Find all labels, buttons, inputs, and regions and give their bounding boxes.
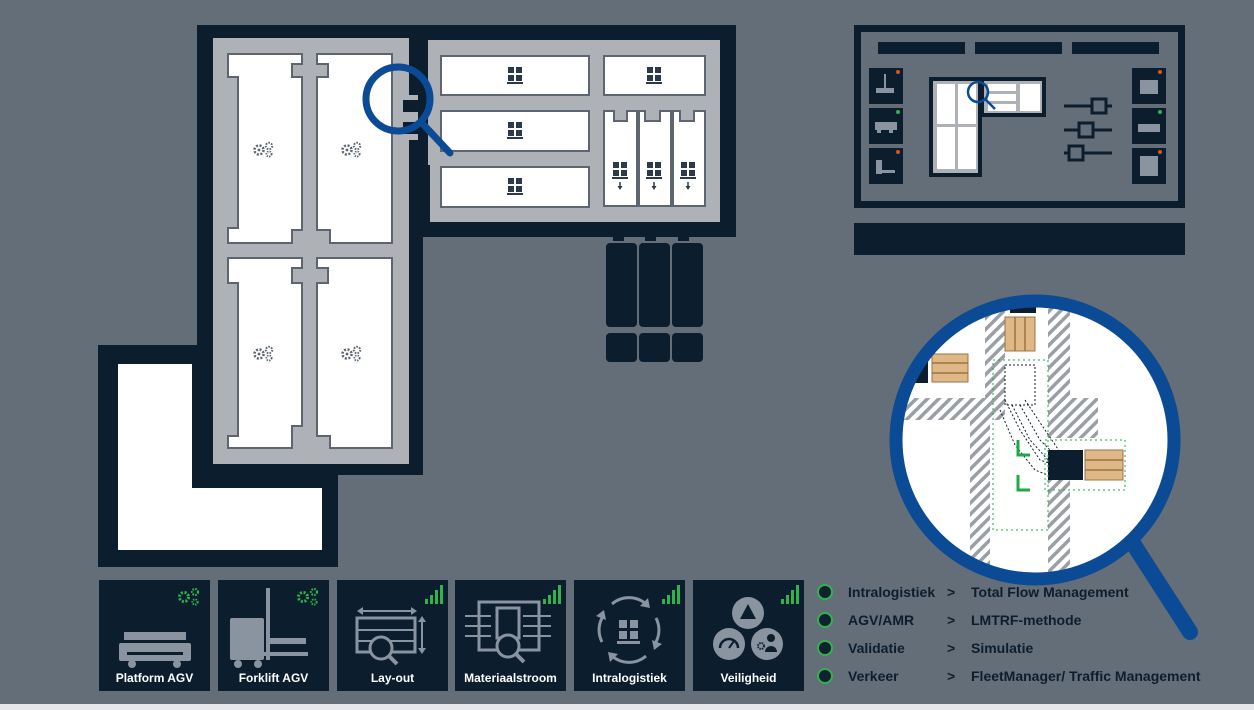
tile-label: Lay-out: [370, 671, 415, 685]
legend-row[interactable]: AGV/AMR > LMTRF-methode: [815, 610, 1235, 634]
cycle-icon: [597, 596, 661, 664]
tile-lay-out[interactable]: Lay-out: [337, 580, 448, 691]
legend-key: AGV/AMR: [848, 612, 915, 628]
legend-value: LMTRF-methode: [971, 612, 1082, 628]
signal-bars-icon: [662, 585, 680, 604]
signal-bars-icon: [781, 585, 799, 604]
legend-key: Verkeer: [848, 668, 899, 684]
tile-label: Intralogistiek: [592, 671, 667, 685]
legend-value: Total Flow Management: [971, 584, 1129, 600]
dashboard-bar: [854, 223, 1185, 255]
sliders-icon: [1064, 97, 1112, 162]
chevron-icon: >: [947, 584, 956, 600]
status-dot-icon: [817, 612, 833, 628]
legend-key: Validatie: [848, 640, 905, 656]
chevron-icon: >: [947, 612, 956, 628]
dashboard-preview: [854, 25, 1185, 208]
machine-rooms: [227, 53, 393, 449]
legend-row[interactable]: Verkeer > FleetManager/ Traffic Manageme…: [815, 666, 1235, 690]
chevron-icon: >: [947, 668, 956, 684]
layout-icon: [355, 607, 426, 666]
legend-value: Simulatie: [971, 640, 1034, 656]
signal-bars-icon: [543, 585, 561, 604]
platform-agv-icon: [119, 632, 191, 668]
chevron-icon: >: [947, 640, 956, 656]
tile-forklift-agv[interactable]: Forklift AGV: [218, 580, 329, 691]
zoom-lens: [889, 294, 1198, 640]
status-dot-icon: [817, 668, 833, 684]
tile-label: Forklift AGV: [238, 671, 309, 685]
status-dot-icon: [817, 584, 833, 600]
loading-docks: [606, 227, 703, 362]
signal-bars-icon: [425, 585, 443, 604]
gears-icon: [297, 587, 319, 606]
tile-label: Platform AGV: [115, 671, 194, 685]
material-flow-icon: [465, 600, 551, 664]
legend-row[interactable]: Intralogistiek > Total Flow Management: [815, 582, 1235, 606]
magnifier-icon: [362, 63, 454, 157]
tile-intralogistiek[interactable]: Intralogistiek: [574, 580, 685, 691]
bottom-strip: [0, 704, 1254, 710]
tile-label: Materiaalstroom: [464, 671, 557, 685]
tile-veiligheid[interactable]: Veiligheid: [693, 580, 804, 691]
storage-racks: [440, 55, 706, 208]
legend-row[interactable]: Validatie > Simulatie: [815, 638, 1235, 662]
safety-icon: [713, 597, 783, 660]
tile-materiaalstroom[interactable]: Materiaalstroom: [455, 580, 566, 691]
tile-platform-agv[interactable]: Platform AGV: [99, 580, 210, 691]
gears-icon: [178, 587, 200, 606]
legend-value: FleetManager/ Traffic Management: [971, 668, 1201, 684]
tile-label: Veiligheid: [720, 671, 777, 685]
forklift-agv-icon: [230, 588, 308, 668]
status-dot-icon: [817, 640, 833, 656]
legend-key: Intralogistiek: [848, 584, 936, 600]
